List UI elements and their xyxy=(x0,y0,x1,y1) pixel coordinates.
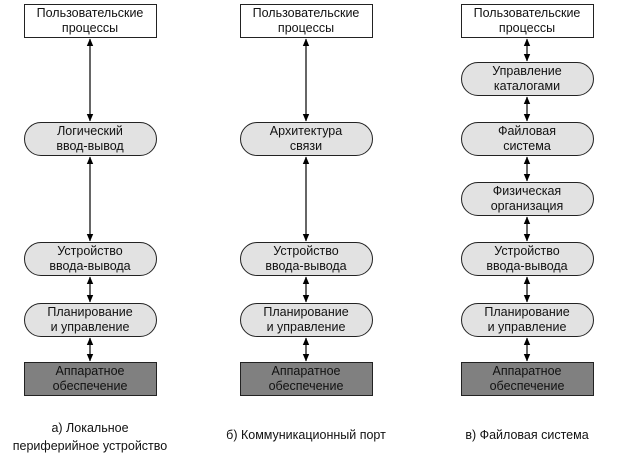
communication-port-caption: б) Коммуникационный порт xyxy=(226,428,386,442)
file-system-layer-1: Управление каталогами xyxy=(460,62,594,96)
file-system-layer-4: Устройство ввода-вывода xyxy=(460,242,594,276)
local-peripheral-layer-1: Логический ввод-вывод xyxy=(23,122,157,156)
file-system-layer-2: Файловая система xyxy=(460,122,594,156)
local-peripheral-layer-2: Устройство ввода-вывода xyxy=(23,242,157,276)
communication-port-layer-4: Аппаратное обеспечение xyxy=(239,362,373,396)
local-peripheral-layer-3: Планирование и управление xyxy=(23,303,157,337)
file-system-layer-3: Физическая организация xyxy=(460,182,594,216)
communication-port-layer-1: Архитектура связи xyxy=(239,122,373,156)
communication-port-layer-3: Планирование и управление xyxy=(239,303,373,337)
file-system-layer-0: Пользовательские процессы xyxy=(460,4,594,38)
local-peripheral-layer-0: Пользовательские процессы xyxy=(23,4,157,38)
communication-port-layer-2: Устройство ввода-вывода xyxy=(239,242,373,276)
local-peripheral-caption: а) Локальное периферийное устройство xyxy=(12,421,168,453)
file-system-layer-6: Аппаратное обеспечение xyxy=(460,362,594,396)
file-system-layer-5: Планирование и управление xyxy=(460,303,594,337)
communication-port-layer-0: Пользовательские процессы xyxy=(239,4,373,38)
file-system-caption: в) Файловая система xyxy=(465,428,589,442)
local-peripheral-layer-4: Аппаратное обеспечение xyxy=(23,362,157,396)
